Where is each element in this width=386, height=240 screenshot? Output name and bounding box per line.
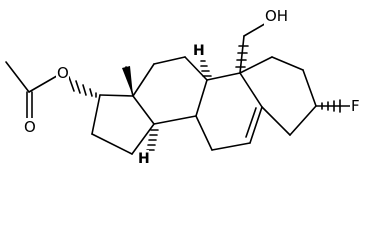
bond-c17-c13 — [99, 94, 134, 97]
bond-methyl-carbonyl — [5, 61, 30, 93]
hydrogen-c14-label: H — [138, 151, 150, 167]
bond-c14-c15 — [131, 123, 155, 155]
bond-c7-c8 — [195, 115, 213, 151]
bond-c6-c7 — [211, 142, 251, 151]
bond-c6-c5-inner — [245, 107, 257, 138]
bond-c5-c6 — [249, 106, 263, 144]
bonds — [5, 21, 351, 155]
bond-c12-c11 — [153, 56, 186, 65]
fluorine-label: F — [351, 97, 360, 115]
bond-c10-c5 — [239, 72, 263, 108]
bond-c13-c14 — [132, 95, 155, 125]
bond-c15-c16 — [91, 133, 133, 155]
hashed-wedge-c17-o — [68, 76, 97, 98]
bond-c9-c8 — [195, 79, 208, 117]
skeletal-formula: O O OH F H H — [5, 7, 362, 167]
atom-labels: O O OH F H H — [23, 7, 362, 167]
bond-c8-c14 — [153, 115, 197, 125]
bond-c1-c2 — [271, 56, 304, 71]
hashed-wedge-c10-ch2oh — [235, 45, 249, 68]
bond-c3-c4 — [289, 105, 317, 136]
bond-c13-c12 — [132, 63, 155, 97]
hashed-wedge-c14-h — [146, 129, 159, 151]
bond-c4-c5 — [261, 106, 291, 136]
bond-c2-c3 — [302, 69, 317, 107]
ester-oxygen-label: O — [57, 64, 69, 82]
hydrogen-c9-label: H — [193, 43, 205, 59]
hydroxyl-label: OH — [265, 7, 288, 25]
hashed-wedge-c3-f — [321, 99, 341, 113]
carbonyl-oxygen-label: O — [24, 118, 36, 136]
hashed-wedge-c9-h — [200, 60, 212, 77]
bond-c16-c17 — [91, 94, 101, 135]
bond-c9-c10 — [206, 72, 241, 81]
wedge-c13-methyl — [122, 66, 133, 96]
bond-c10-c1 — [239, 56, 273, 74]
